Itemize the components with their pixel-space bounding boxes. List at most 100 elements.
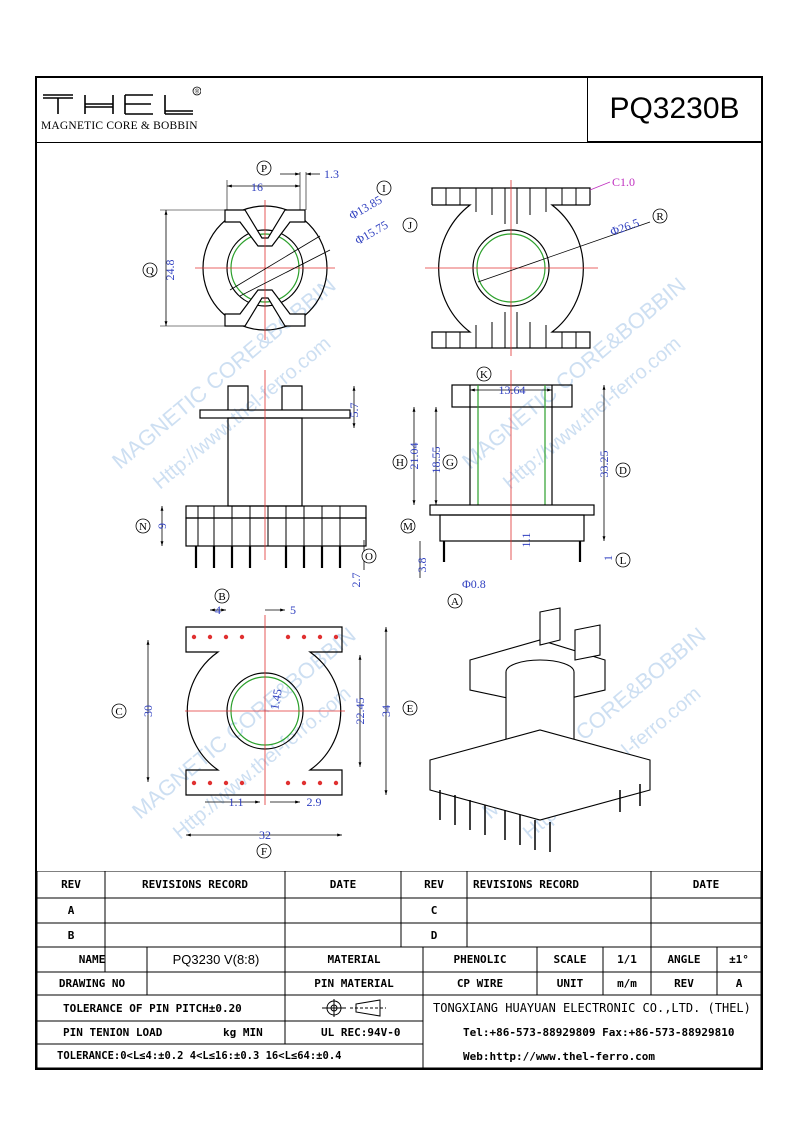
svg-text:N: N <box>139 521 147 533</box>
ref-f: F <box>256 843 272 859</box>
dim-k: 13.64 <box>499 383 526 397</box>
dim-g: 18.55 <box>429 447 443 474</box>
bottom-left-view <box>185 615 345 805</box>
title-block: REV REVISIONS RECORD DATE REV REVISIONS … <box>37 871 761 1068</box>
svg-text:F: F <box>261 846 267 858</box>
angle-label: ANGLE <box>667 953 701 966</box>
reference-labels: P I J Q R K H G D N M O L A B C E F <box>111 160 668 859</box>
ref-c: C <box>111 703 127 719</box>
unit-label: UNIT <box>556 977 584 990</box>
drawing-no-label: DRAWING NO <box>58 977 126 990</box>
isometric-view <box>429 607 651 852</box>
part-number: PQ3230B <box>609 92 740 125</box>
ref-e: E <box>402 700 418 716</box>
dim-q: 24.8 <box>163 260 177 281</box>
dim-inner: 22.45 <box>353 698 367 725</box>
dim-16: 16 <box>251 180 263 194</box>
svg-text:D: D <box>619 465 627 477</box>
ref-j: J <box>402 217 418 233</box>
dim-5-7: 5.7 <box>347 403 361 418</box>
ref-l: L <box>615 552 631 568</box>
mid-left-dimensions: 5.7 9 2.7 <box>155 386 365 588</box>
scale-label: SCALE <box>553 953 587 966</box>
svg-text:R: R <box>656 211 664 223</box>
dim-pin-length: 3.8 <box>415 558 429 573</box>
website: Web:http://www.thel-ferro.com <box>463 1049 656 1063</box>
dim-l: 1 <box>601 555 615 561</box>
svg-text:K: K <box>480 369 488 381</box>
part-number-box: PQ3230B <box>587 78 761 142</box>
mid-left-view <box>185 370 367 568</box>
svg-text:E: E <box>407 703 414 715</box>
dim-p: 1.3 <box>324 167 339 181</box>
cp-wire: CP WIRE <box>456 977 504 990</box>
angle-value: ±1° <box>729 953 749 966</box>
revisions-record-right: REVISIONS RECORD <box>473 878 579 891</box>
mid-right-dimensions: 13.64 21.04 18.55 33.25 1.1 1 3.8 Φ0.8 <box>407 383 615 591</box>
svg-text:H: H <box>396 457 404 469</box>
ref-o: O <box>361 548 377 564</box>
dim-b2: 2.9 <box>307 795 322 809</box>
ref-n: N <box>135 518 151 534</box>
dim-slot: 1.1 <box>519 533 533 548</box>
dim-pitch-5: 5 <box>290 603 296 617</box>
svg-text:M: M <box>403 521 413 533</box>
ref-i: I <box>376 180 392 196</box>
ref-d: D <box>615 462 631 478</box>
ref-k: K <box>476 366 492 382</box>
unit-value: m/m <box>617 977 637 990</box>
rev-c: C <box>430 904 438 917</box>
dim-d: 33.25 <box>597 451 611 478</box>
svg-text:I: I <box>382 183 386 195</box>
dim-b1: 1.1 <box>229 795 244 809</box>
rev-a: A <box>67 904 75 917</box>
dim-f: 32 <box>259 828 271 842</box>
logo-subtitle: MAGNETIC CORE & BOBBIN <box>41 120 198 132</box>
ref-q: Q <box>142 262 158 278</box>
dim-r: Φ26.5 <box>608 215 641 238</box>
ref-h: H <box>392 454 408 470</box>
ref-p: P <box>256 160 272 176</box>
tolerance-pin-pitch: TOLERANCE OF PIN PITCH±0.20 <box>63 1001 242 1015</box>
name-label: NAME <box>78 953 106 966</box>
dim-c: 30 <box>141 705 155 717</box>
company-logo: ® MAGNETIC CORE & BOBBIN <box>37 78 213 142</box>
material-value: PHENOLIC <box>453 953 507 966</box>
ref-a: A <box>447 593 463 609</box>
mid-right-view <box>429 370 595 562</box>
ref-r: R <box>652 208 668 224</box>
bottom-left-dimensions: 4 5 30 34 22.45 1.45 1.1 2.9 32 <box>141 603 393 842</box>
header-divider <box>37 142 761 143</box>
dim-gap: 1.45 <box>267 688 284 711</box>
svg-text:Q: Q <box>146 265 154 277</box>
general-tolerance: TOLERANCE:0<L≤4:±0.2 4<L≤16:±0.3 16<L≤64… <box>57 1050 342 1062</box>
svg-text:J: J <box>408 220 413 232</box>
ul-rec: UL REC:94V-0 <box>321 1026 401 1039</box>
drawing-sheet <box>35 76 763 1070</box>
material-label: MATERIAL <box>327 953 381 966</box>
svg-text:P: P <box>261 163 267 175</box>
top-left-view <box>195 200 335 340</box>
rev-header-left: REV <box>61 878 81 891</box>
ref-g: G <box>442 454 458 470</box>
rev-label: REV <box>674 977 694 990</box>
pin-material-label: PIN MATERIAL <box>314 977 394 990</box>
dim-h: 21.04 <box>407 443 421 470</box>
kg-min: kg MIN <box>223 1026 263 1039</box>
rev-d: D <box>430 928 438 942</box>
date-header-left: DATE <box>329 878 357 891</box>
title-block-grid <box>37 871 761 1068</box>
revisions-record-left: REVISIONS RECORD <box>142 878 248 891</box>
svg-text:L: L <box>620 555 627 567</box>
scale-value: 1/1 <box>617 953 637 966</box>
top-right-view <box>425 180 651 356</box>
rev-header-right: REV <box>424 878 444 891</box>
pin-tension-label: PIN TENION LOAD <box>63 1026 163 1039</box>
rev-value: A <box>735 977 743 990</box>
dim-j: Φ15.75 <box>353 218 391 248</box>
ref-m: M <box>400 518 416 534</box>
dim-pitch-4: 4 <box>215 603 221 617</box>
company-name: TONGXIANG HUAYUAN ELECTRONIC CO.,LTD. (T… <box>433 1001 751 1015</box>
svg-text:B: B <box>218 591 225 603</box>
dim-chamfer: C1.0 <box>612 175 635 189</box>
